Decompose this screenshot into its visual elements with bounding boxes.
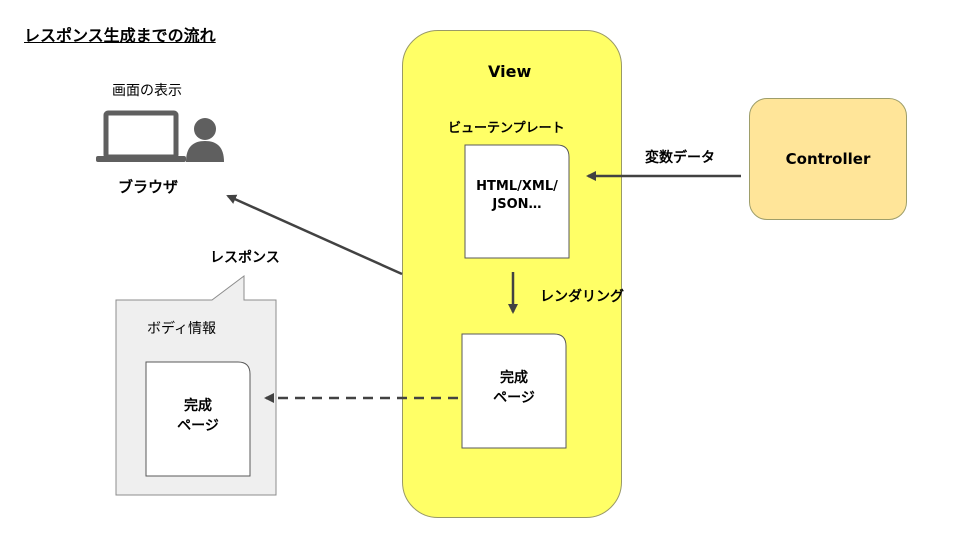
body-info-label: ボディ情報 <box>147 321 217 337</box>
view-page-line1: 完成 <box>500 370 528 386</box>
response-arrow <box>226 194 403 276</box>
view-page-text: 完成 ページ <box>462 369 566 408</box>
variables-label: 変数データ <box>645 150 715 166</box>
browser-caption: 画面の表示 <box>112 83 182 99</box>
controller-box: Controller <box>749 98 907 220</box>
person-icon <box>186 118 224 162</box>
body-page-document <box>145 361 251 477</box>
laptop-icon <box>96 110 186 162</box>
template-text: HTML/XML/ JSON… <box>465 178 569 214</box>
response-label: レスポンス <box>210 250 280 266</box>
template-label: ビューテンプレート <box>448 121 565 136</box>
body-page-text: 完成 ページ <box>146 397 250 436</box>
controller-label: Controller <box>785 150 871 168</box>
body-page-line2: ページ <box>177 417 219 434</box>
template-document <box>464 144 570 259</box>
browser-label: ブラウザ <box>118 178 179 196</box>
rendering-label: レンダリング <box>540 289 624 305</box>
template-line1: HTML/XML/ <box>476 179 558 194</box>
view-page-document <box>461 333 567 449</box>
view-page-line2: ページ <box>493 389 535 406</box>
diagram-title: レスポンス生成までの流れ <box>24 26 216 45</box>
view-title: View <box>488 62 532 81</box>
body-page-line1: 完成 <box>184 398 212 414</box>
template-line2: JSON… <box>492 197 542 213</box>
